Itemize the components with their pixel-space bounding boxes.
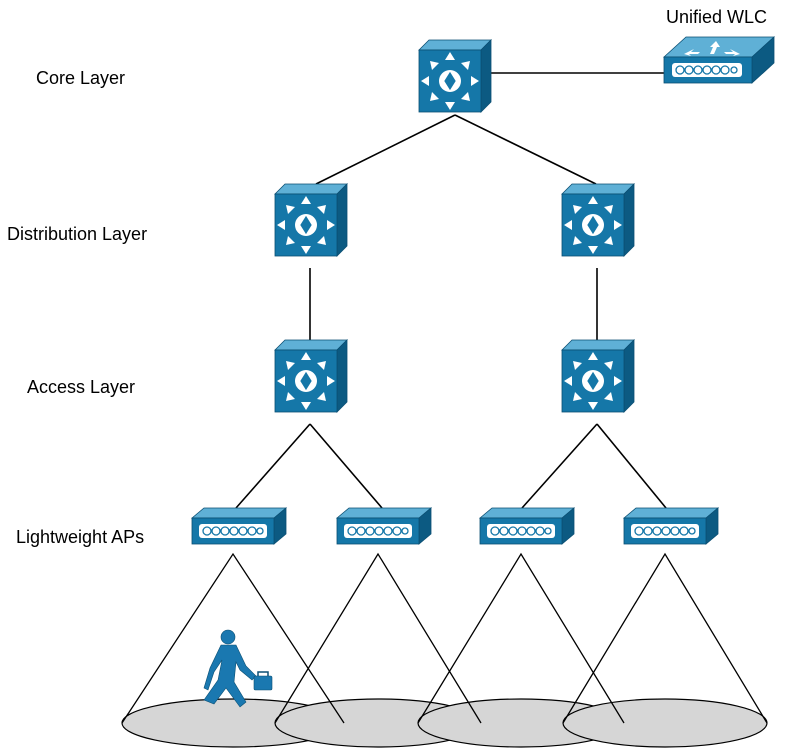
- layer3-switch-icon: [561, 183, 635, 257]
- access-point-icon: [191, 507, 287, 545]
- mobile-user-icon: [203, 629, 273, 708]
- links: [235, 72, 667, 509]
- distribution-switch-left: [274, 183, 348, 257]
- distribution-switch-right: [561, 183, 635, 257]
- access-point-icon: [479, 507, 575, 545]
- access-switch-right: [561, 339, 635, 413]
- unified-wlc: [662, 36, 776, 84]
- core-switch: [418, 39, 492, 113]
- coverage-areas: [121, 698, 768, 748]
- layer3-switch-icon: [274, 339, 348, 413]
- coverage-area-4: [562, 698, 768, 748]
- ap-coverage-cones: [121, 552, 768, 724]
- access-layer-label: Access Layer: [27, 377, 136, 397]
- lightweight-aps-label: Lightweight APs: [16, 527, 145, 547]
- access-point-3: [479, 507, 575, 545]
- unified-wlc-label: Unified WLC: [666, 7, 768, 27]
- core-layer-label: Core Layer: [36, 68, 126, 88]
- layer3-switch-icon: [418, 39, 492, 113]
- layer3-switch-icon: [561, 339, 635, 413]
- access-point-2: [336, 507, 432, 545]
- access-switch-left: [274, 339, 348, 413]
- wireless-lan-controller-icon: [684, 41, 740, 56]
- access-point-icon: [336, 507, 432, 545]
- access-point-1: [191, 507, 287, 545]
- access-point-icon: [623, 507, 719, 545]
- access-point-4: [623, 507, 719, 545]
- layer3-switch-icon: [274, 183, 348, 257]
- distribution-layer-label: Distribution Layer: [7, 224, 148, 244]
